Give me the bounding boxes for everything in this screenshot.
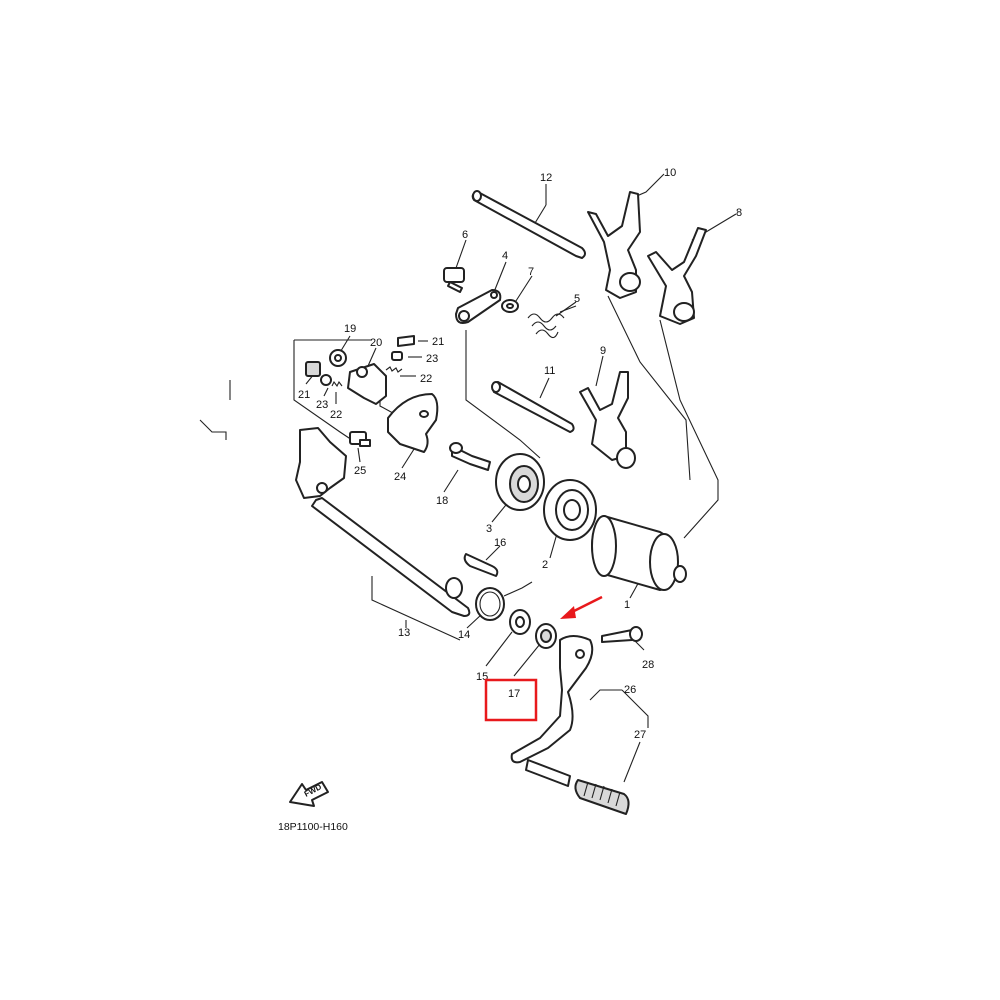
callout-10: 10 [664,167,676,179]
callout-5: 5 [574,293,580,305]
callout-21-right: 21 [432,336,444,348]
callout-11: 11 [544,365,555,377]
spring-22-left [331,380,343,388]
shift-shaft-13 [295,427,471,617]
callout-7: 7 [528,266,534,278]
callout-24: 24 [394,471,406,483]
callout-28: 28 [642,659,654,671]
shift-pedal-26 [510,635,594,764]
callout-3: 3 [486,523,492,535]
collar-19 [329,349,347,367]
shift-drum-1 [591,515,687,591]
bolt-28 [601,626,643,643]
segment-plate-24 [387,393,439,453]
highlight-marker [484,595,603,722]
callout-25: 25 [354,465,366,477]
callout-19: 19 [344,323,356,335]
arm-4 [455,289,502,324]
bolt-6 [443,267,465,293]
callout-16: 16 [494,537,506,549]
washer-7 [501,299,519,313]
callout-26: 26 [624,684,636,696]
shaft-11 [491,381,575,433]
plunger-23-left [320,374,332,386]
callout-8: 8 [736,207,742,219]
washer-15 [509,609,531,635]
collar-16 [463,553,499,577]
figure-code: 18P1100-H160 [278,821,348,833]
bolt-25 [349,431,371,447]
shift-fork-9 [579,371,636,469]
callout-12: 12 [540,172,552,184]
bearing-2 [543,479,597,541]
highlight-box [484,678,538,722]
callout-23-left: 23 [316,399,328,411]
callout-2: 2 [542,559,548,571]
fwd-arrow-icon: FWD [289,781,329,807]
callout-23-right: 23 [426,353,438,365]
spring-14 [475,581,533,621]
shift-fork-8 [647,227,707,325]
callout-9: 9 [600,345,606,357]
callout-18: 18 [436,495,448,507]
callout-22-right: 22 [420,373,432,385]
segment-3 [495,453,545,511]
pin-21-left [305,361,321,377]
oil-seal-17 [535,623,557,649]
spring-5 [527,305,577,339]
pin-21-right [397,335,415,347]
callout-4: 4 [502,250,508,262]
highlight-arrowhead-icon [560,606,576,619]
shift-fork-shaft-12 [471,190,586,259]
callout-6: 6 [462,229,468,241]
callout-14: 14 [458,629,470,641]
shift-fork-10 [587,191,641,299]
callout-17: 17 [508,688,520,700]
callout-13: 13 [398,627,410,639]
callout-20: 20 [370,337,382,349]
pedal-rubber-27 [525,759,630,815]
plunger-23-right [391,351,403,361]
callout-1: 1 [624,599,630,611]
callout-22-left: 22 [330,409,342,421]
bolt-18 [449,442,491,471]
callout-27: 27 [634,729,646,741]
callout-21-left: 21 [298,389,310,401]
spring-22-right [385,366,403,373]
stopper-lever-20 [347,363,387,405]
